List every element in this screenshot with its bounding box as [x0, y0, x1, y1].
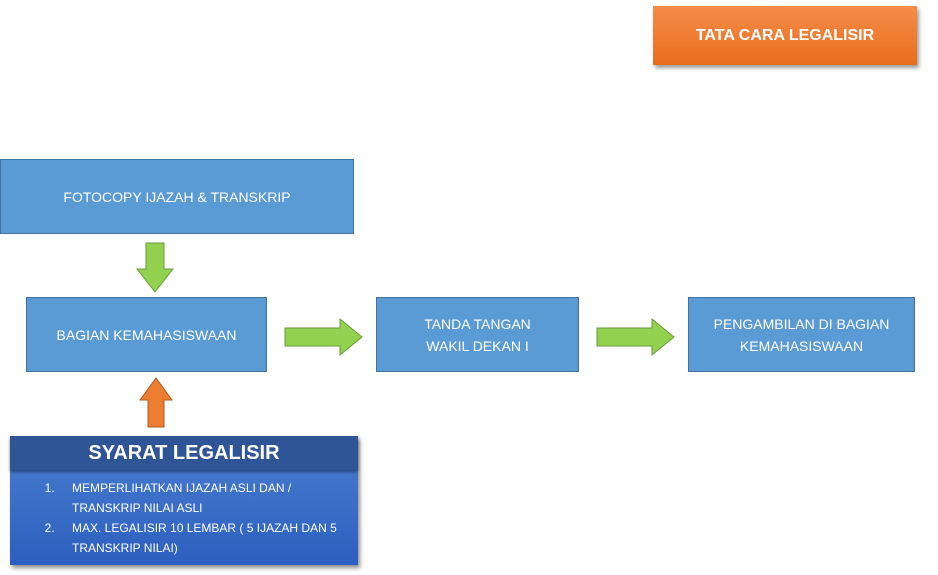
down-arrow-icon [135, 242, 175, 293]
up-arrow-icon [139, 377, 173, 428]
right-arrow-icon [284, 317, 363, 357]
requirements-heading: SYARAT LEGALISIR [10, 436, 358, 470]
step-pengambilan-label: PENGAMBILAN DI BAGIAN KEMAHASISWAAN [713, 315, 890, 354]
step-fotocopy: FOTOCOPY IJAZAH & TRANSKRIP [0, 159, 354, 234]
step-kemahasiswaan-label: BAGIAN KEMAHASISWAAN [56, 326, 237, 343]
step-pengambilan: PENGAMBILAN DI BAGIAN KEMAHASISWAAN [688, 297, 915, 372]
step-tanda-tangan-label: TANDA TANGAN WAKIL DEKAN I [424, 315, 531, 354]
requirement-item: MEMPERLIHATKAN IJAZAH ASLI DAN / TRANSKR… [58, 478, 358, 518]
requirements-list: MEMPERLIHATKAN IJAZAH ASLI DAN / TRANSKR… [10, 478, 358, 558]
title-banner: TATA CARA LEGALISIR [653, 6, 917, 65]
step-fotocopy-label: FOTOCOPY IJAZAH & TRANSKRIP [63, 188, 291, 205]
title-text: TATA CARA LEGALISIR [695, 26, 875, 44]
step-kemahasiswaan: BAGIAN KEMAHASISWAAN [26, 297, 267, 372]
right-arrow-icon [596, 317, 675, 357]
step-tanda-tangan: TANDA TANGAN WAKIL DEKAN I [376, 297, 579, 372]
requirement-item: MAX. LEGALISIR 10 LEMBAR ( 5 IJAZAH DAN … [58, 518, 358, 558]
requirements-panel: SYARAT LEGALISIR MEMPERLIHATKAN IJAZAH A… [10, 436, 358, 565]
